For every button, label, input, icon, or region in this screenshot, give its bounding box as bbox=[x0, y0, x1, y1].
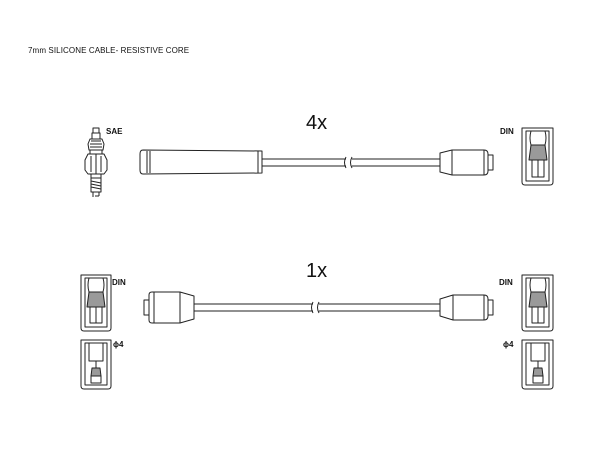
quantity-label-top-cable: 4x bbox=[306, 112, 328, 134]
phi4-terminal-icon-right bbox=[521, 339, 554, 390]
phi4-terminal-icon-left bbox=[80, 339, 112, 390]
din-label-top-right: DIN bbox=[500, 127, 514, 136]
sae-label: SAE bbox=[106, 127, 123, 136]
cable-bottom bbox=[143, 291, 494, 324]
phi4-label-left: ϕ4 bbox=[113, 340, 124, 349]
phi4-label-right: ϕ4 bbox=[503, 340, 514, 349]
din-terminal-icon-top-right bbox=[521, 127, 554, 186]
diagram-heading: 7mm SILICONE CABLE- RESISTIVE CORE bbox=[28, 46, 190, 55]
quantity-label-bottom-cable: 1x bbox=[306, 260, 328, 282]
din-label-middle-left: DIN bbox=[112, 278, 126, 287]
cable-top bbox=[139, 149, 494, 176]
spark-plug-icon bbox=[84, 127, 108, 197]
din-terminal-icon-middle-right bbox=[521, 274, 554, 332]
din-terminal-icon-middle-left bbox=[80, 274, 112, 332]
din-label-middle-right: DIN bbox=[499, 278, 513, 287]
